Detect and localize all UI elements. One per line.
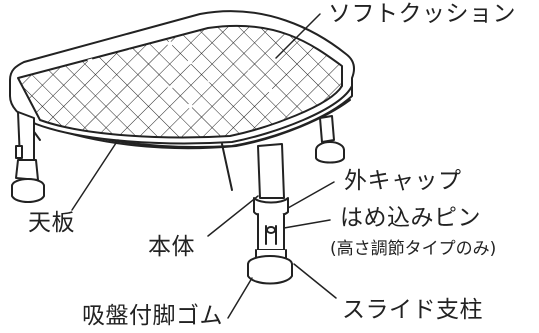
label-fit-pin: はめ込みピン [340, 205, 481, 231]
label-outer-cap: 外キャップ [344, 168, 462, 194]
label-slide-post: スライド支柱 [342, 297, 483, 323]
outer-cap-shape [253, 197, 289, 218]
leader-outer-cap [287, 181, 335, 209]
leader-main-body [207, 195, 259, 237]
back-right-leg [315, 115, 345, 164]
leader-slide-post [293, 263, 337, 299]
label-suction-rubber: 吸盤付脚ゴム [82, 303, 223, 329]
leader-suction-rubber [227, 277, 253, 319]
label-fit-pin-note: (高さ調節タイプのみ) [330, 239, 497, 259]
label-main-body: 本体 [148, 234, 195, 260]
leader-lines [71, 13, 337, 319]
fit-pin-shape [266, 226, 276, 234]
front-left-leg [11, 111, 45, 203]
soft-cushion-surface [17, 24, 343, 139]
suction-rubber-shape [247, 263, 293, 285]
leader-soft-cushion [275, 13, 321, 59]
label-soft-cushion: ソフトクッション [328, 1, 516, 27]
leader-top-board [71, 139, 119, 211]
front-right-leg [247, 143, 293, 285]
leader-fit-pin [283, 219, 331, 229]
stool-body [9, 10, 355, 285]
label-top-board: 天板 [28, 210, 75, 236]
